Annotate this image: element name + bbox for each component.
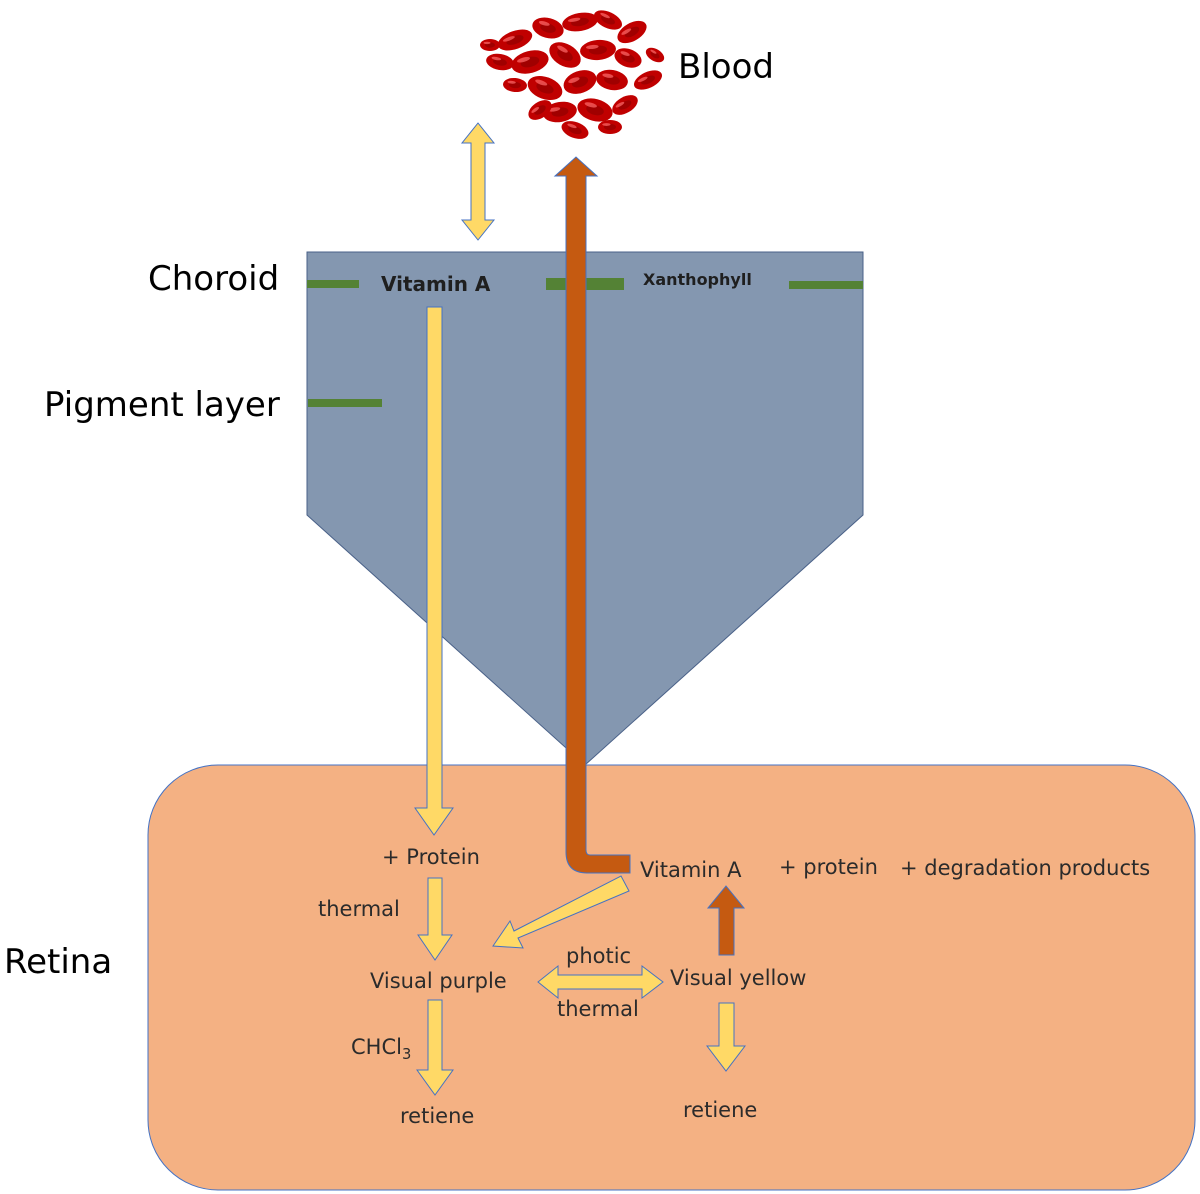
visual-purple-label: Visual purple (370, 969, 507, 993)
retiene-left-label: retiene (400, 1104, 475, 1128)
blood-cell-highlight (491, 56, 502, 61)
thermal-left-label: thermal (318, 897, 400, 921)
yellow-to-retiene-arrow (705, 1002, 747, 1072)
blood-cell-highlight (483, 41, 491, 45)
retiene-right-label: retiene (683, 1098, 758, 1122)
protein-lower-label: + protein (779, 855, 878, 879)
blood-cell-center (536, 82, 554, 94)
chcl3-label: CHCl3 (351, 1037, 411, 1063)
purple-yellow-exchange-arrow (537, 964, 664, 1000)
vitamin-a-retina-label: Vitamin A (640, 858, 742, 882)
blood-cell-highlight (568, 77, 580, 84)
blood-cell-highlight (637, 76, 648, 83)
blood-cells-icon (480, 10, 665, 139)
pigment-layer-label: Pigment layer (44, 385, 280, 425)
blood-cell-highlight (650, 49, 657, 54)
blood-cell-highlight (600, 12, 610, 19)
retina-label: Retina (4, 942, 113, 982)
blood-cell-center (650, 51, 660, 59)
choroid-label: Choroid (148, 259, 280, 299)
blood-cell-highlight (567, 123, 577, 129)
blood-cell-highlight (507, 80, 516, 84)
vitamin-a-return-arrow (553, 156, 631, 874)
blood-cell-center (618, 100, 632, 110)
chcl3-text: CHCl (351, 1035, 402, 1059)
blood-label: Blood (678, 47, 774, 87)
blood-cell-highlight (615, 101, 625, 108)
blood-cell-highlight (621, 28, 632, 35)
xanthophyll-label: Xanthophyll (643, 270, 752, 289)
blood-cell-center (540, 23, 556, 33)
blood-cell-highlight (586, 44, 599, 50)
vitamin-a-choroid-label: Vitamin A (381, 272, 491, 296)
blood-cell-center (624, 26, 640, 38)
protein-label: + Protein (382, 845, 480, 869)
blood-exchange-arrow (460, 122, 496, 241)
blood-cell-center (534, 105, 546, 115)
blood-cell-highlight (602, 123, 611, 126)
blood-cell-center (568, 125, 582, 135)
chcl3-subscript: 3 (401, 1046, 412, 1064)
blood-cell-center (601, 15, 615, 25)
yellow-to-vitamin-arrow (706, 885, 746, 956)
blood-cell-center (641, 75, 655, 85)
blood-cell-highlight (584, 102, 597, 108)
blood-cell-center (557, 48, 573, 62)
vitamin-a-down-arrow (414, 306, 454, 836)
blood-cell-highlight (567, 17, 581, 22)
blood-cell-center (621, 53, 635, 63)
blood-cell-center (586, 104, 604, 116)
protein-to-purple-arrow (417, 877, 453, 961)
blood-cell-highlight (602, 73, 614, 78)
thermal-mid-label: thermal (557, 997, 639, 1021)
retina-region (147, 764, 1196, 1191)
blood-cell-highlight (502, 36, 515, 42)
blood-cell-highlight (517, 57, 530, 63)
blood-cell-highlight (620, 51, 630, 56)
purple-to-retiene-arrow (416, 999, 454, 1096)
blood-cell-highlight (557, 45, 568, 53)
blood-cell-highlight (538, 20, 550, 26)
vitamin-to-purple-arrow (492, 875, 630, 949)
visual-yellow-label: Visual yellow (670, 966, 807, 990)
blood-cell-highlight (548, 107, 561, 112)
photic-label: photic (566, 944, 632, 968)
choroid-bar-left (307, 280, 359, 288)
pigment-layer-bar (308, 399, 382, 407)
choroid-bar-right (789, 281, 863, 289)
blood-cell-highlight (535, 79, 548, 86)
degradation-products-label: + degradation products (900, 856, 1151, 880)
blood-cell-highlight (531, 107, 540, 113)
